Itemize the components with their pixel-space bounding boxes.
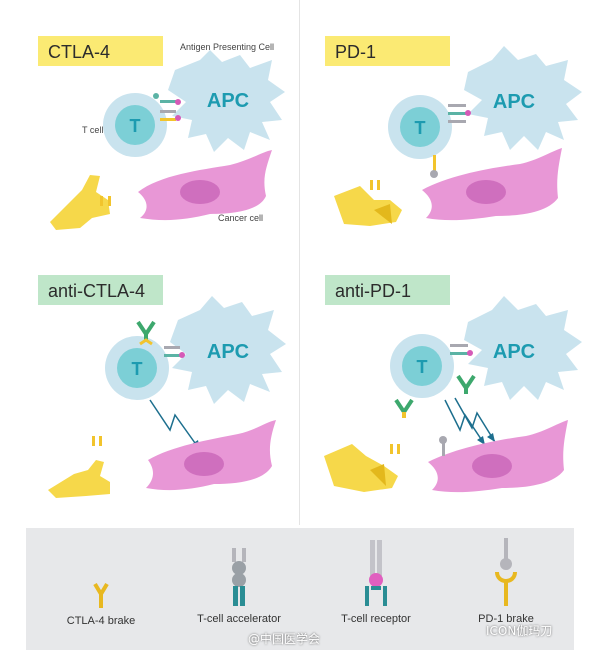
apc-cell <box>168 50 285 152</box>
watermark-right: ICON伽玛刀 <box>486 624 553 638</box>
legend-label: PD-1 brake <box>478 613 534 625</box>
legend-item-tcell-receptor: T-cell receptor <box>326 538 426 625</box>
legend-panel: CTLA-4 brake T-cell accelerator T-cell r… <box>26 528 574 650</box>
brake-lever <box>50 175 110 230</box>
pedal-icon <box>390 444 400 454</box>
legend-item-tcell-accelerator: T-cell accelerator <box>184 546 294 625</box>
legend-item-ctla4-brake: CTLA-4 brake <box>56 582 146 627</box>
apc-cell <box>170 296 286 404</box>
pedal-icon <box>370 180 380 190</box>
t-label: T <box>417 357 428 377</box>
tcell-receptor-icon <box>365 540 387 606</box>
brake-lever <box>334 186 402 226</box>
brake-lever <box>48 460 110 498</box>
attack-arrow <box>444 397 496 446</box>
apc-label: APC <box>493 91 535 113</box>
legend-label: T-cell receptor <box>341 613 411 625</box>
brake-lever <box>324 444 398 492</box>
pd1-title: PD-1 <box>325 36 450 66</box>
anti-ctla4-illustration: APC T <box>48 296 286 498</box>
pd1-brake-icon <box>495 538 517 606</box>
tcell-accelerator-icon <box>232 548 246 606</box>
t-label: T <box>130 116 141 136</box>
anti-ctla4-title: anti-CTLA-4 <box>38 275 163 305</box>
pedal-icon <box>100 196 111 206</box>
cancer-caption: Cancer cell <box>218 213 264 223</box>
receptor-cluster <box>450 344 473 356</box>
legend-label: CTLA-4 brake <box>66 615 136 627</box>
ctla4-illustration: APC T <box>50 50 285 230</box>
anti-pd1-illustration: APC T <box>324 296 582 493</box>
watermark-left: @中国医学会 <box>248 632 321 646</box>
ctla4-title: CTLA-4 <box>38 36 163 66</box>
apc-label: APC <box>207 90 249 112</box>
pd1-binding <box>430 155 438 178</box>
apc-label: APC <box>207 341 249 363</box>
ctla4-brake-icon <box>93 582 109 608</box>
attack-arrow <box>149 399 201 451</box>
pd1-binding <box>439 436 447 456</box>
receptor-cluster <box>448 104 471 123</box>
panel-divider <box>299 0 300 525</box>
antibody-icon <box>394 374 476 418</box>
pd1-illustration: APC T <box>334 46 582 226</box>
receptor-cluster <box>153 93 181 121</box>
legend-item-pd1-brake: PD-1 brake <box>456 536 556 625</box>
apc-caption: Antigen Presenting Cell <box>180 42 275 52</box>
apc-cell <box>464 46 582 150</box>
apc-label: APC <box>493 341 535 363</box>
t-label: T <box>415 118 426 138</box>
receptor-cluster <box>164 346 185 358</box>
anti-pd1-title: anti-PD-1 <box>325 275 450 305</box>
antibody-icon <box>136 320 156 346</box>
legend-label: T-cell accelerator <box>197 613 281 625</box>
pedal-icon <box>92 436 102 446</box>
apc-cell <box>464 296 582 400</box>
t-label: T <box>132 359 143 379</box>
tcell-caption: T cell <box>82 125 104 135</box>
